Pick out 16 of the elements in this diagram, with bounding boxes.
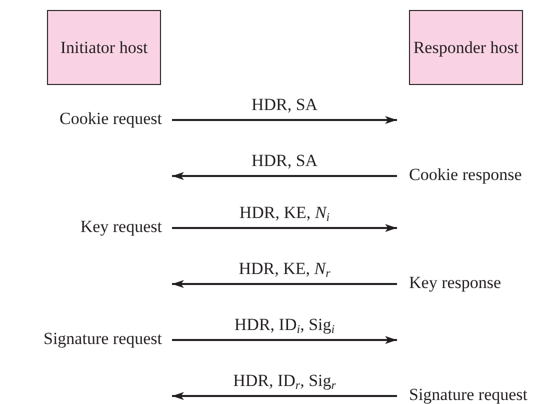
arrow bbox=[172, 224, 397, 232]
message-name: Signature request bbox=[409, 384, 551, 404]
host-box bbox=[47, 10, 161, 85]
arrow bbox=[172, 172, 397, 180]
arrow bbox=[172, 392, 397, 400]
message-name: Cookie response bbox=[409, 164, 551, 186]
host-label: Initiator host bbox=[60, 36, 148, 58]
arrow bbox=[172, 280, 397, 288]
arrow bbox=[172, 336, 397, 344]
message-name: Key request bbox=[0, 216, 162, 238]
message-name: Key response bbox=[409, 272, 551, 294]
message-name: Cookie request bbox=[0, 108, 162, 130]
host-box bbox=[409, 10, 523, 85]
arrow bbox=[172, 116, 397, 124]
host-label: Responder host bbox=[413, 36, 519, 58]
message-name: Signature request bbox=[0, 328, 162, 350]
